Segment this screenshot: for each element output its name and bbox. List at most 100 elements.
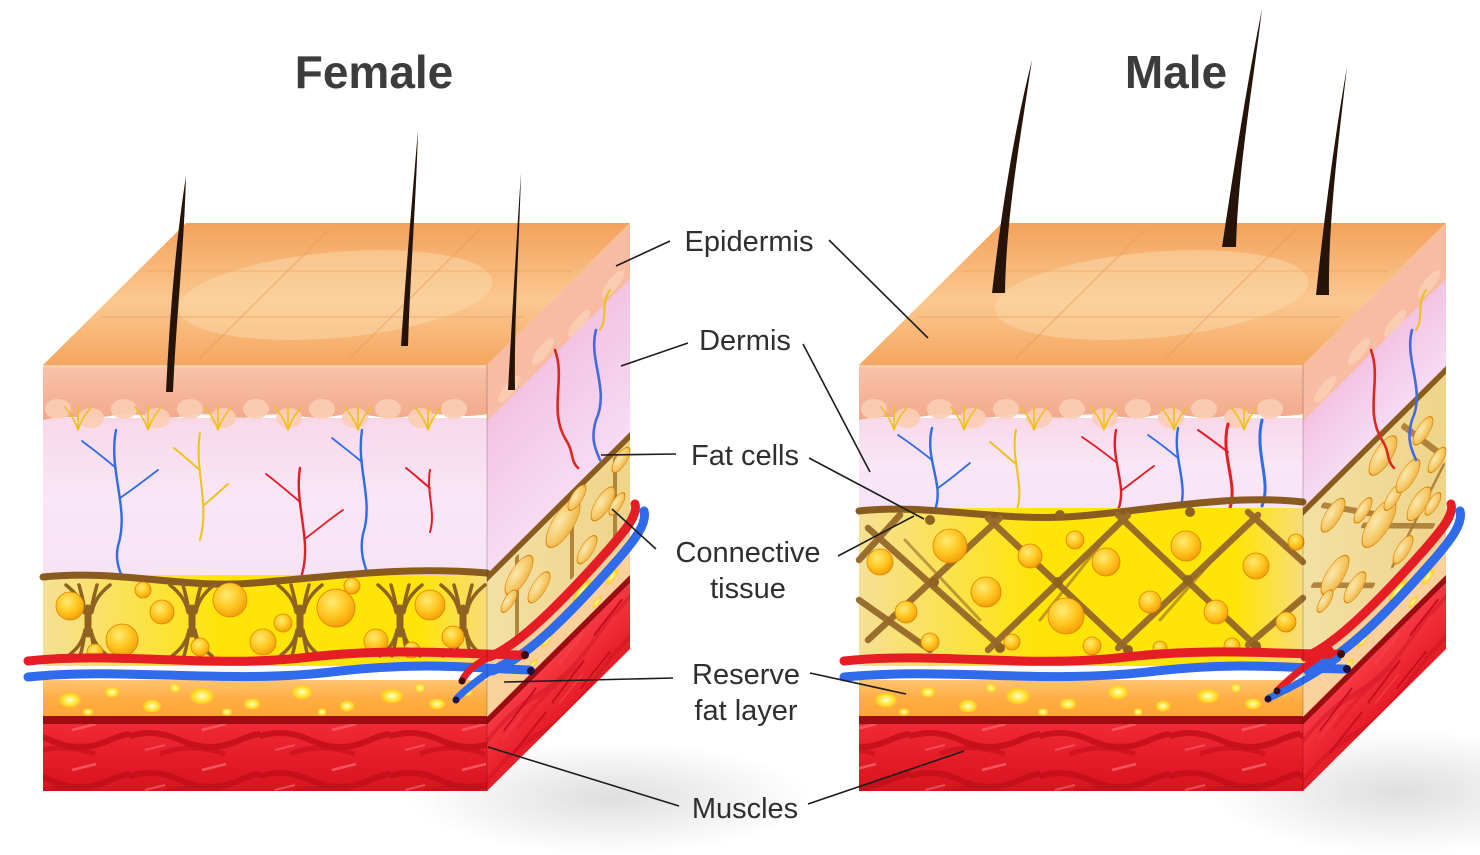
reserve-fat-dot <box>592 595 602 609</box>
artery <box>839 647 1345 666</box>
vein <box>23 661 535 682</box>
epidermis-papilla <box>177 399 203 419</box>
female-skin-block <box>23 130 649 791</box>
vein-branch <box>1147 434 1179 459</box>
artery-branch <box>1197 429 1229 453</box>
nerve-ending <box>1090 405 1118 431</box>
fat-cell <box>1320 497 1346 533</box>
epidermis-papilla <box>441 399 467 419</box>
nerve-ending <box>950 405 978 431</box>
reserve-fat-dot <box>605 568 619 586</box>
dermis-vessels-side <box>1369 289 1427 470</box>
dermis-layer <box>43 418 487 578</box>
fat-cell <box>504 554 534 596</box>
reserve-fat-dot <box>1388 578 1408 603</box>
fat-cell <box>1065 530 1085 550</box>
reserve-fat-dot <box>898 708 910 716</box>
epidermis-papilla <box>111 399 137 419</box>
male-title: Male <box>1125 46 1227 98</box>
connective-strand <box>903 538 982 622</box>
artery-branch <box>1081 436 1155 491</box>
reserve-fat-dot <box>572 578 592 603</box>
epidermis-papilla <box>1257 399 1283 419</box>
connective-strand <box>1244 508 1307 566</box>
muscle-slash <box>1367 659 1401 704</box>
connective-node <box>1183 575 1193 585</box>
vein-branch <box>331 437 363 463</box>
fat-cell <box>590 486 616 522</box>
reserve-fat-dot <box>428 698 446 710</box>
fat-cell <box>920 632 940 652</box>
labels: Female Male Epidermis Dermis Fat cells C… <box>295 46 1227 825</box>
reserve-fat-dot <box>1005 687 1031 705</box>
fascia-line <box>859 716 1303 724</box>
vein <box>592 328 603 462</box>
nerve-ending <box>414 405 442 431</box>
epidermis-papilla <box>1059 399 1085 419</box>
fat-cell <box>149 599 175 625</box>
hair-strand <box>1222 9 1262 247</box>
fat-cell <box>1412 416 1434 446</box>
fat-cell <box>316 588 356 628</box>
reserve-fat-dot <box>243 698 261 710</box>
epidermis-papilla <box>276 408 302 428</box>
connector-reserve-fat-left <box>503 677 674 683</box>
connector-fat-cells-left <box>600 453 677 456</box>
nerve <box>599 289 611 331</box>
reserve-fat-dot <box>82 708 94 716</box>
epidermis-papilla <box>894 408 920 428</box>
label-epidermis: Epidermis <box>685 226 814 258</box>
epidermis-papilla <box>602 270 624 298</box>
artery <box>1300 499 1456 662</box>
fat-cell <box>1406 486 1432 522</box>
epidermis-papilla <box>1125 399 1151 419</box>
male-hairs <box>992 9 1347 295</box>
reserve-fat-layer <box>859 680 1303 718</box>
muscle-texture <box>859 724 1303 791</box>
epidermis-papilla <box>243 399 269 419</box>
connective-node <box>925 515 935 525</box>
connective-node <box>995 643 1005 653</box>
vein-cut <box>453 658 510 702</box>
muscle-slash <box>513 711 547 754</box>
reserve-fat-dot <box>1059 698 1077 710</box>
fat-cell <box>105 623 139 657</box>
fat-cell <box>866 548 894 576</box>
fascia-line-side <box>487 575 630 725</box>
reserve-fat-dot <box>958 699 978 713</box>
fat-cell <box>1047 597 1085 635</box>
reserve-fat-dot <box>221 708 233 716</box>
artery <box>1369 348 1396 470</box>
vein <box>1408 328 1419 462</box>
fat-cell <box>1395 458 1421 494</box>
dermis-vessels-side <box>553 289 611 470</box>
connector-connective-right <box>837 515 915 557</box>
fat-cell <box>932 528 968 564</box>
reserve-fat-dot <box>142 699 162 713</box>
connective-node <box>1185 507 1195 517</box>
vein-cut <box>1265 654 1342 702</box>
epidermis-papilla <box>1348 337 1370 365</box>
fat-cell <box>1316 589 1334 613</box>
connective-tissue-mesh <box>855 507 1307 655</box>
reserve-fat-dot <box>1037 708 1049 716</box>
connective-strand <box>1244 594 1307 649</box>
connective-column <box>276 583 324 658</box>
connector-epidermis-right <box>828 239 929 339</box>
reserve-fat-dot <box>1421 568 1435 586</box>
fat-cell <box>249 628 277 656</box>
reserve-fat-dot <box>169 683 181 693</box>
reserve-fat-dot <box>1107 684 1129 700</box>
muscle-slash <box>1409 598 1439 636</box>
fat-cell <box>1017 543 1043 569</box>
epidermis-papilla <box>1418 270 1440 298</box>
connector-reserve-fat-right <box>809 672 907 695</box>
fat-cell <box>55 591 85 621</box>
connective-node <box>929 577 939 587</box>
nerve <box>1415 289 1427 331</box>
reserve-fat-dot <box>1244 698 1262 710</box>
epidermis-papilla <box>375 399 401 419</box>
fat-cell <box>1242 552 1270 580</box>
connective-node <box>1053 577 1063 587</box>
